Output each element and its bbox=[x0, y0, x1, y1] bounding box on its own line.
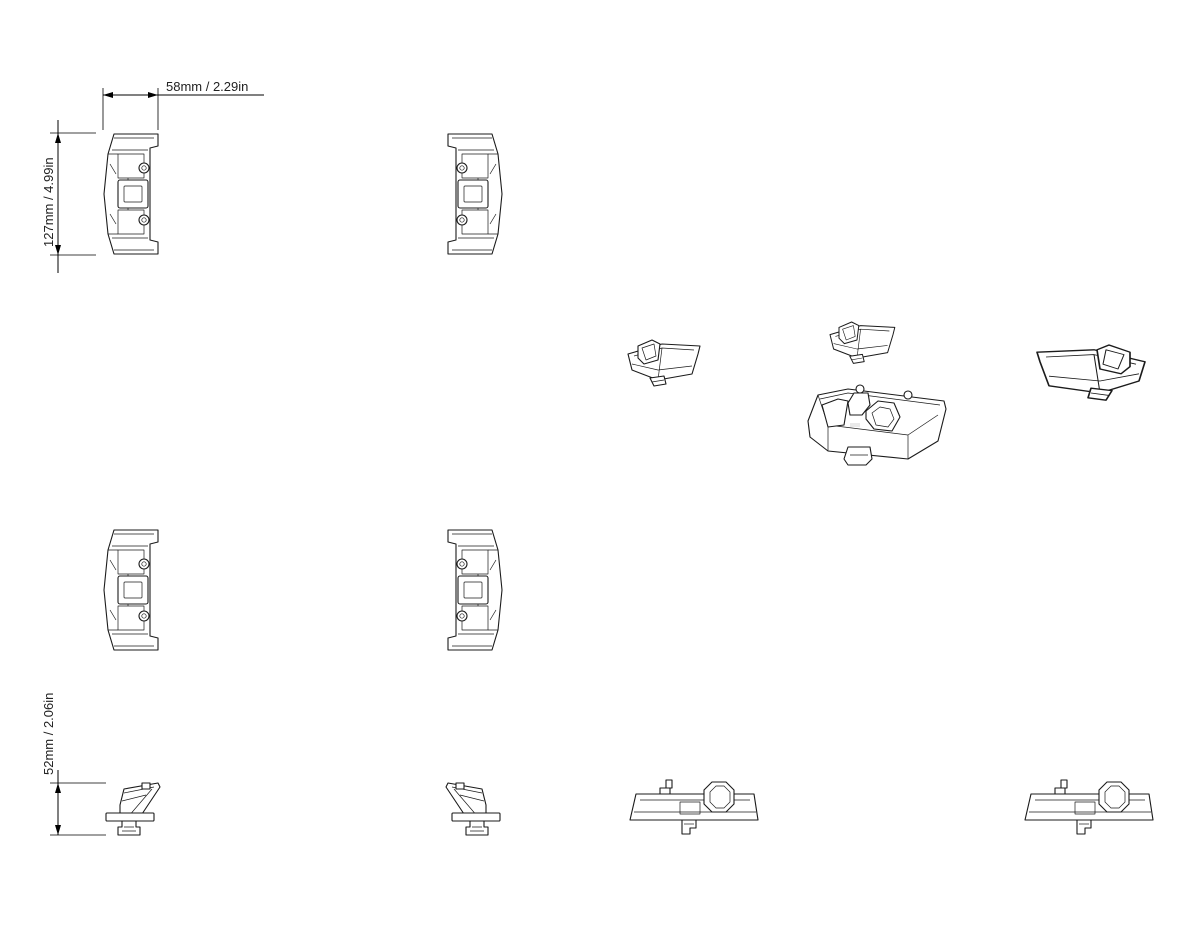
bottom-view-right bbox=[447, 529, 503, 651]
front-view-right bbox=[1024, 779, 1154, 835]
front-view-center bbox=[629, 779, 759, 835]
width-dimension: 58mm / 2.29in bbox=[102, 79, 264, 130]
height-dimension: 52mm / 2.06in bbox=[41, 693, 106, 836]
isometric-view-right bbox=[1036, 344, 1146, 402]
length-dimension-label: 127mm / 4.99in bbox=[41, 157, 56, 247]
length-dimension: 127mm / 4.99in bbox=[41, 120, 96, 273]
isometric-view-top bbox=[829, 321, 896, 364]
top-view-left bbox=[103, 133, 159, 255]
isometric-view-left bbox=[627, 339, 701, 387]
top-view-right bbox=[447, 133, 503, 255]
width-dimension-label: 58mm / 2.29in bbox=[166, 79, 248, 94]
side-view-right bbox=[445, 782, 501, 836]
height-dimension-label: 52mm / 2.06in bbox=[41, 693, 56, 775]
side-view-left bbox=[105, 782, 161, 836]
isometric-view-large bbox=[807, 384, 947, 466]
bottom-view-left bbox=[103, 529, 159, 651]
